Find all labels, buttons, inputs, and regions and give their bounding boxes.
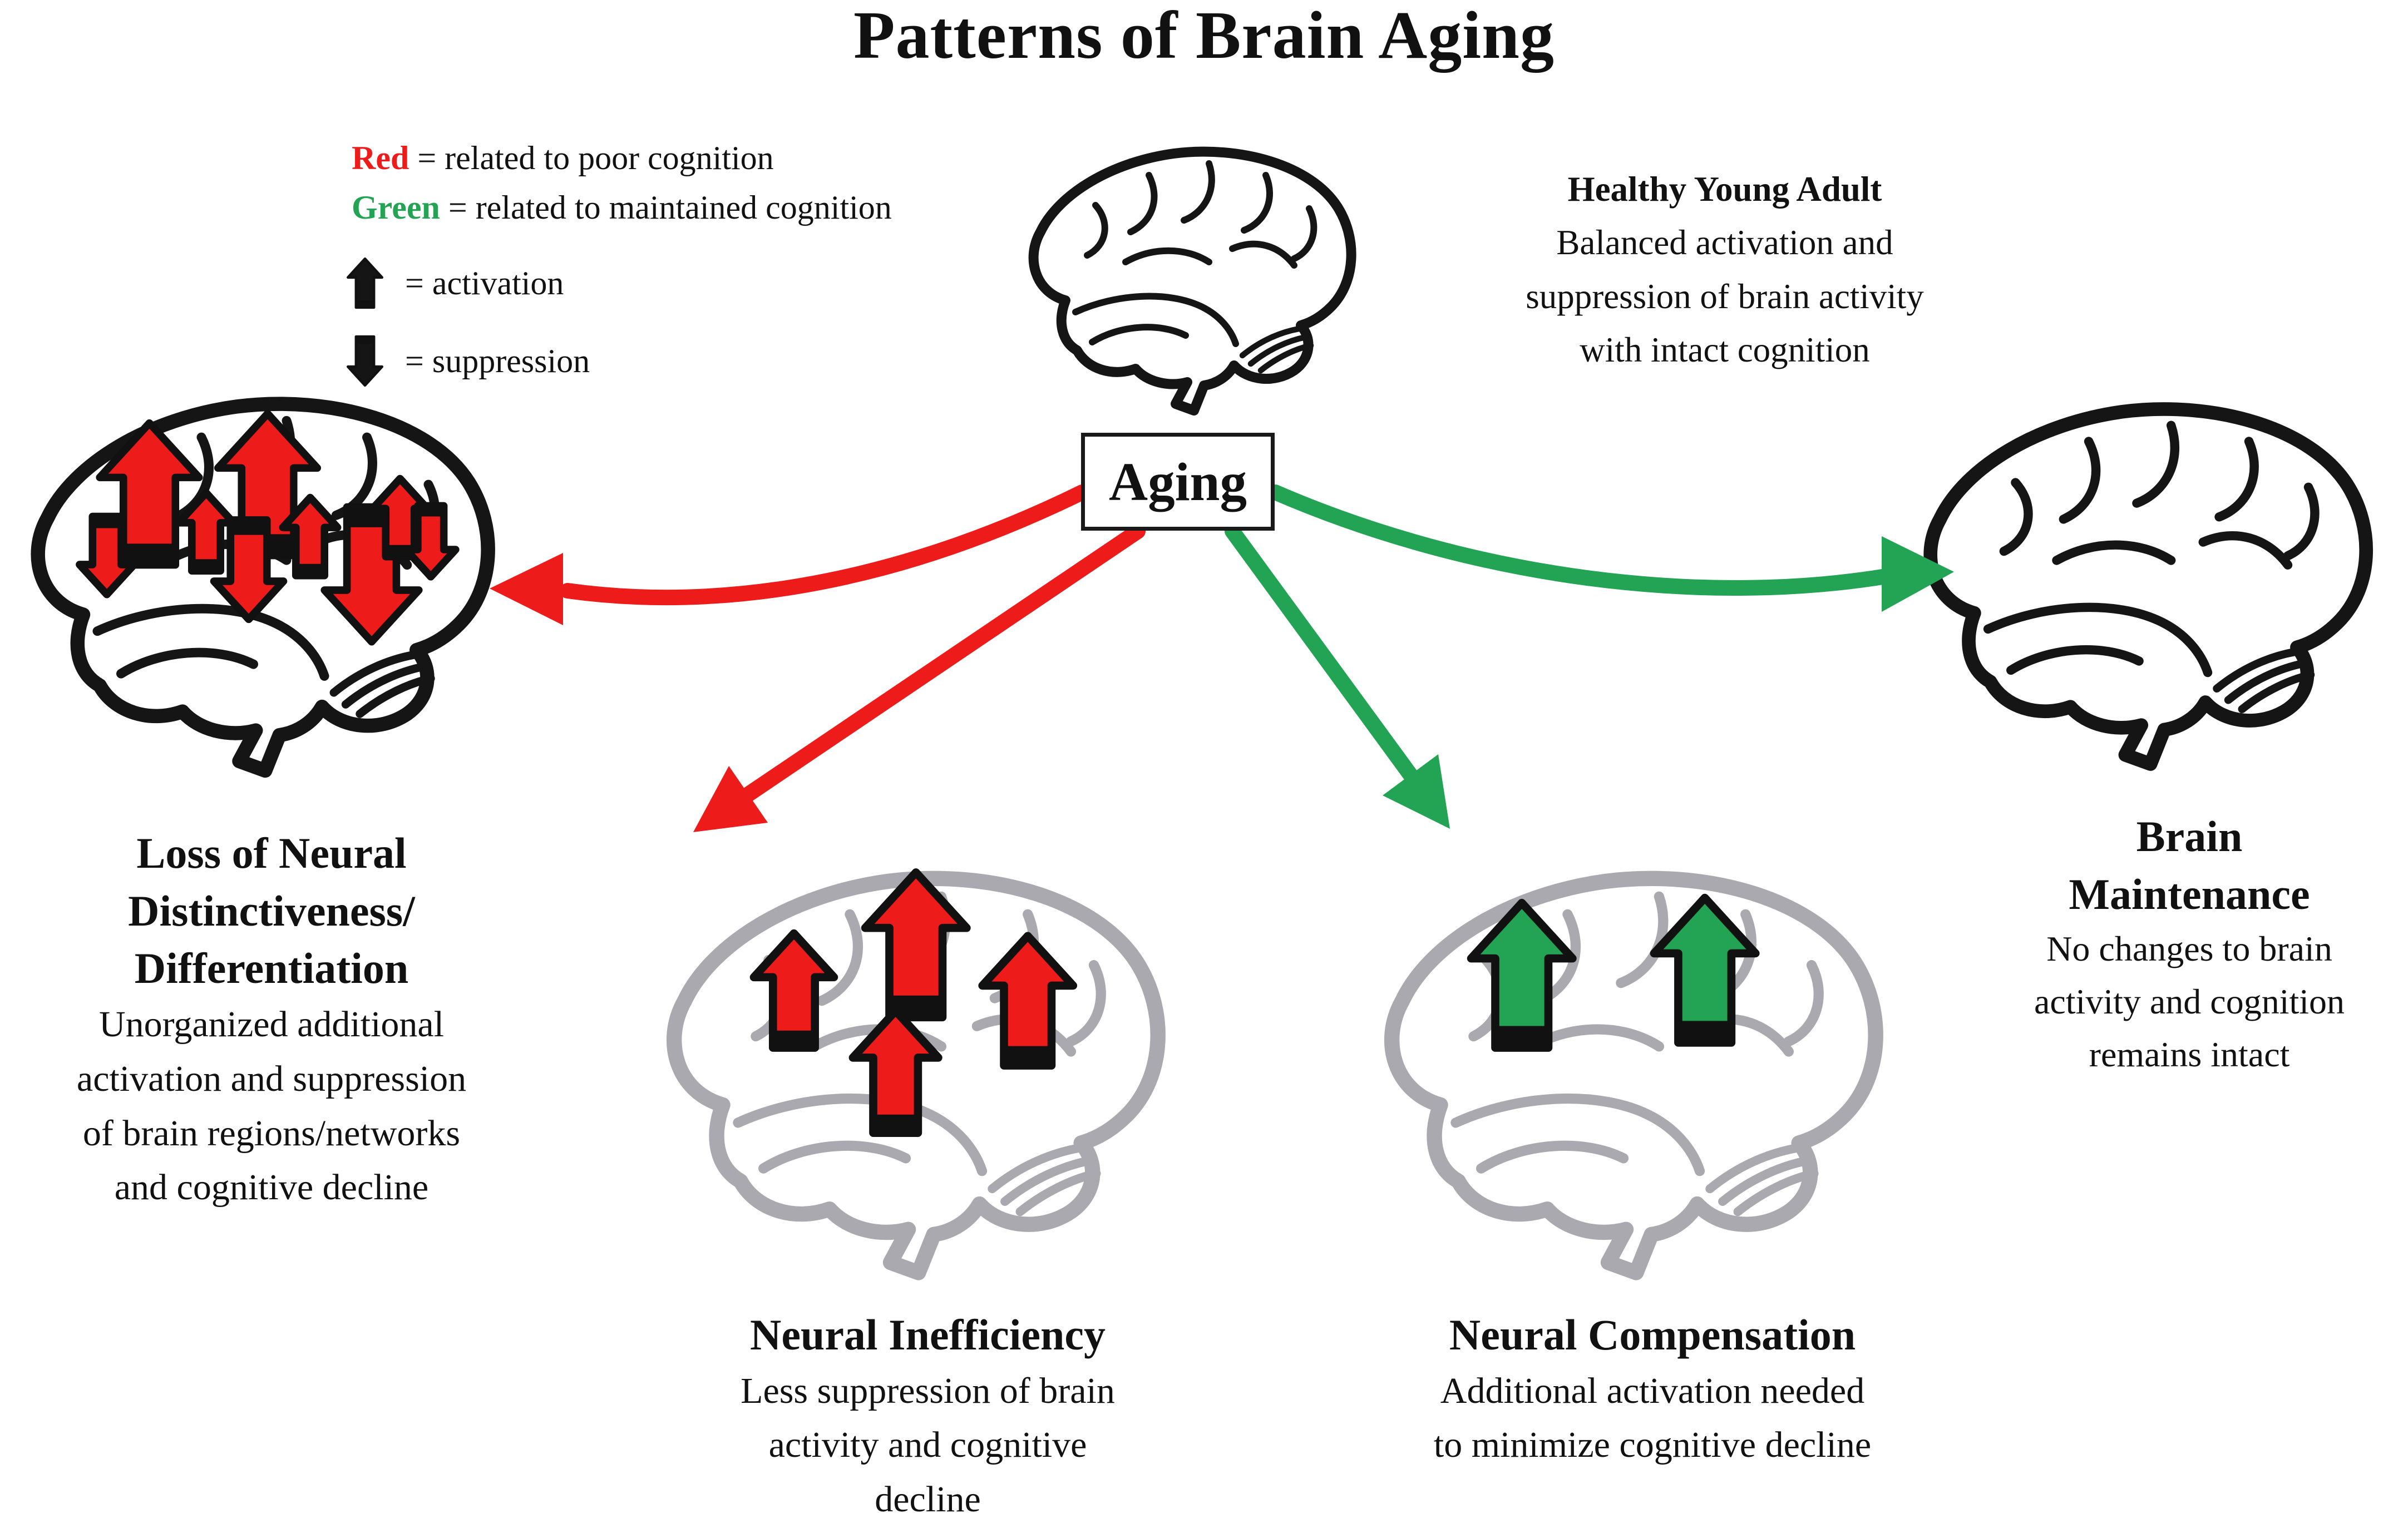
- up-arrow-icon: [346, 257, 384, 309]
- loss-of-distinctiveness-label: Loss of Neural Distinctiveness/ Differen…: [16, 824, 527, 1215]
- healthy-heading: Healthy Young Adult: [1567, 170, 1882, 209]
- label-title-line: Distinctiveness/: [128, 886, 415, 935]
- down-arrow-icon: [346, 335, 384, 387]
- suppression-block-arrow: [76, 512, 138, 599]
- healthy-body-line: with intact cognition: [1580, 330, 1870, 370]
- healthy-young-adult-brain: [1015, 138, 1383, 431]
- figure-title: Patterns of Brain Aging: [853, 0, 1555, 73]
- label-body-line: to minimize cognitive decline: [1433, 1425, 1872, 1466]
- healthy-young-adult-text: Healthy Young Adult Balanced activation …: [1394, 162, 2056, 377]
- label-body-line: activation and suppression: [76, 1058, 467, 1099]
- brain-maintenance-label: Brain Maintenance No changes to brain ac…: [1958, 808, 2408, 1081]
- label-body-line: activity and cognition: [2034, 982, 2345, 1022]
- brain-illustration: [666, 868, 1166, 1280]
- brain-illustration: [31, 397, 495, 778]
- connector-arrow-compensation: [1225, 523, 1450, 829]
- brain-illustration: [1384, 871, 1883, 1280]
- activation-label: = activation: [405, 264, 564, 301]
- suppression-block-arrow: [346, 335, 384, 387]
- legend-green-term: Green: [352, 189, 440, 226]
- legend-green-text: = related to maintained cognition: [440, 189, 892, 226]
- suppression-label: = suppression: [405, 342, 590, 379]
- activation-block-arrow: [749, 929, 838, 1052]
- legend-red-line: Red = related to poor cognition: [352, 133, 1131, 183]
- suppression-block-arrow: [402, 502, 460, 581]
- healthy-body-line: suppression of brain activity: [1526, 276, 1924, 316]
- suppression-legend-row: = suppression: [344, 327, 590, 395]
- loss-of-distinctiveness-brain: [12, 385, 532, 799]
- label-title-line: Maintenance: [2069, 869, 2310, 918]
- label-body-line: and cognitive decline: [114, 1167, 429, 1208]
- label-body-line: decline: [875, 1479, 981, 1520]
- label-body-line: activity and cognitive: [768, 1425, 1087, 1466]
- activation-block-arrow: [978, 932, 1078, 1070]
- label-body-line: Additional activation needed: [1440, 1370, 1865, 1411]
- connector-arrow-loss: [490, 484, 1090, 625]
- label-title-line: Neural Inefficiency: [749, 1311, 1106, 1359]
- label-body-line: Less suppression of brain: [741, 1370, 1115, 1411]
- label-body-line: No changes to brain: [2046, 929, 2332, 969]
- connector-arrow-inefficiency: [693, 523, 1146, 832]
- healthy-body-line: Balanced activation and: [1556, 223, 1893, 263]
- activation-block-arrow: [346, 257, 384, 309]
- connector-arrow-maintenance: [1267, 484, 1954, 612]
- label-body-line: remains intact: [2089, 1034, 2290, 1074]
- label-body-line: Unorganized additional: [98, 1004, 445, 1045]
- neural-inefficiency-brain: [647, 858, 1206, 1303]
- color-legend: Red = related to poor cognition Green = …: [352, 133, 1131, 233]
- aging-label: Aging: [1109, 452, 1247, 512]
- suppression-block-arrow: [210, 516, 288, 624]
- brain-illustration: [1923, 402, 2374, 771]
- legend-red-text: = related to poor cognition: [409, 140, 774, 176]
- activation-block-arrow: [848, 1007, 943, 1137]
- label-title-line: Differentiation: [134, 944, 409, 993]
- neural-inefficiency-label: Neural Inefficiency Less suppression of …: [620, 1306, 1235, 1527]
- brain-illustration: [1028, 146, 1356, 416]
- activation-legend-row: = activation: [344, 249, 590, 317]
- label-title-line: Neural Compensation: [1449, 1311, 1856, 1359]
- label-body-line: of brain regions/networks: [82, 1112, 461, 1154]
- arrow-legend: = activation = suppression: [344, 249, 590, 395]
- neural-compensation-brain: [1364, 858, 1923, 1303]
- activation-block-arrow: [1650, 893, 1760, 1047]
- activation-block-arrow: [1467, 898, 1577, 1052]
- legend-green-line: Green = related to maintained cognition: [352, 183, 1131, 233]
- neural-compensation-label: Neural Compensation Additional activatio…: [1302, 1306, 2003, 1472]
- legend-red-term: Red: [352, 140, 409, 176]
- label-title-line: Brain: [2136, 812, 2243, 861]
- activation-block-arrow: [861, 868, 971, 1022]
- label-title-line: Loss of Neural: [136, 829, 407, 877]
- brain-maintenance-brain: [1906, 391, 2408, 792]
- aging-box: Aging: [1081, 433, 1275, 531]
- activation-block-arrow: [279, 493, 342, 580]
